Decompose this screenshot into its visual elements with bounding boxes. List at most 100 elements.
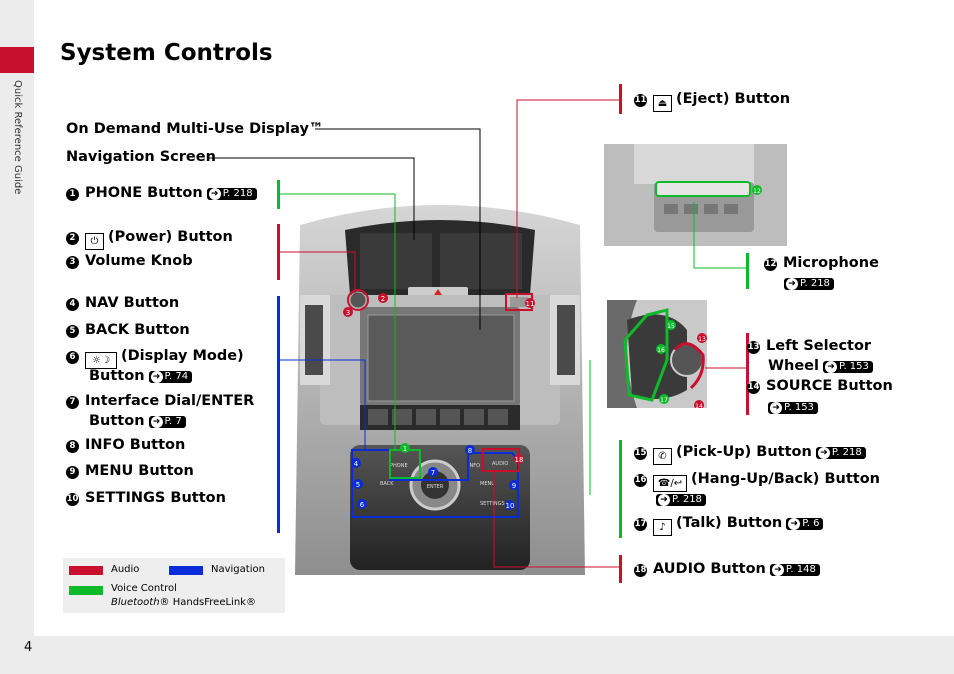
arrow-icon: ➜ xyxy=(817,447,830,459)
label-talk: 17♪(Talk) Button➜P. 6 xyxy=(634,514,824,536)
svg-text:7: 7 xyxy=(431,469,435,477)
label-source-ref: ➜P. 153 xyxy=(768,398,818,416)
legend-audio: Audio xyxy=(111,564,140,575)
page-ref-link[interactable]: ➜P. 153 xyxy=(822,361,873,373)
overhead-console-illustration: 12 xyxy=(604,144,787,246)
page-ref-link[interactable]: ➜P. 148 xyxy=(769,564,820,576)
svg-text:6: 6 xyxy=(360,501,365,509)
arrow-icon: ➜ xyxy=(824,361,837,373)
label-pickup: 15✆(Pick-Up) Button➜P. 218 xyxy=(634,443,866,465)
audio-bar-selector xyxy=(746,333,749,415)
svg-text:2: 2 xyxy=(381,295,385,303)
label-odmd: On Demand Multi-Use Display™ xyxy=(66,121,324,137)
audio-bar-eject xyxy=(619,84,622,114)
svg-text:14: 14 xyxy=(695,403,703,408)
legend-swatch-audio xyxy=(69,566,103,575)
svg-text:SETTINGS: SETTINGS xyxy=(480,501,505,507)
svg-text:9: 9 xyxy=(512,482,516,490)
label-hangup: 16☎/↩(Hang-Up/Back) Button xyxy=(634,470,880,492)
arrow-icon: ➜ xyxy=(208,188,221,200)
page-number: 4 xyxy=(24,640,33,655)
pickup-icon: ✆ xyxy=(653,448,672,465)
label-eject: 11⏏(Eject) Button xyxy=(634,90,790,112)
eject-icon: ⏏ xyxy=(653,95,672,112)
page-ref-link[interactable]: ➜P. 218 xyxy=(815,447,866,459)
svg-text:4: 4 xyxy=(354,460,359,468)
hangup-icon: ☎/↩ xyxy=(653,475,687,492)
svg-text:13: 13 xyxy=(698,336,706,343)
svg-text:5: 5 xyxy=(356,481,360,489)
nav-bar xyxy=(277,296,280,533)
arrow-icon: ➜ xyxy=(788,518,801,530)
legend-swatch-navigation xyxy=(169,566,203,575)
color-legend: Audio Navigation Voice Control Bluetooth… xyxy=(63,558,285,613)
arrow-icon: ➜ xyxy=(658,494,670,506)
page-title: System Controls xyxy=(60,40,273,66)
svg-text:INFO: INFO xyxy=(468,463,480,469)
voice-bar-phone-buttons xyxy=(619,440,622,538)
svg-text:BACK: BACK xyxy=(380,481,394,487)
svg-text:11: 11 xyxy=(526,300,535,308)
side-strip xyxy=(0,0,34,674)
page-ref-link[interactable]: ➜P. 153 xyxy=(768,402,818,414)
svg-text:AUDIO: AUDIO xyxy=(492,461,508,467)
svg-text:10: 10 xyxy=(506,502,515,510)
svg-text:17: 17 xyxy=(660,397,668,404)
legend-swatch-voice xyxy=(69,586,103,595)
arrow-icon: ➜ xyxy=(770,402,782,414)
legend-handsfreelink: Bluetooth® HandsFreeLink® xyxy=(111,597,256,608)
legend-navigation: Navigation xyxy=(211,564,265,575)
svg-text:1: 1 xyxy=(403,445,407,453)
page-ref-link[interactable]: ➜P. 6 xyxy=(786,518,824,530)
arrow-icon: ➜ xyxy=(150,371,163,383)
steering-wheel-illustration: 15 16 17 13 14 xyxy=(607,300,707,408)
section-label: Quick Reference Guide xyxy=(12,80,23,195)
footer-band xyxy=(0,636,954,674)
page-ref-link[interactable]: ➜P. 218 xyxy=(206,188,257,200)
audio-bar-power xyxy=(277,224,280,280)
voice-bar-mic xyxy=(746,253,749,289)
page-ref-link[interactable]: ➜P. 7 xyxy=(148,416,186,428)
svg-text:16: 16 xyxy=(657,347,665,354)
page-ref-link[interactable]: ➜P. 218 xyxy=(656,494,706,506)
svg-text:15: 15 xyxy=(667,323,675,330)
label-dial-2: Button➜P. 7 xyxy=(89,412,186,430)
page-ref-link[interactable]: ➜P. 74 xyxy=(148,371,193,383)
arrow-icon: ➜ xyxy=(771,564,784,576)
label-left-selector-2: Wheel➜P. 153 xyxy=(768,357,873,375)
audio-bar-audio xyxy=(619,555,622,583)
arrow-icon: ➜ xyxy=(150,416,163,428)
label-display: 6☼☽(Display Mode) xyxy=(66,347,244,369)
center-console-illustration: ENTER SETTINGS MENU INFO BACK AUDIO PHON… xyxy=(295,205,585,575)
label-display-2: Button➜P. 74 xyxy=(89,367,193,385)
display-mode-icon: ☼☽ xyxy=(85,352,117,369)
svg-text:MENU: MENU xyxy=(480,481,495,487)
legend-voice: Voice Control xyxy=(111,583,177,594)
label-power: 2⏻(Power) Button xyxy=(66,228,233,250)
section-tab xyxy=(0,47,34,73)
power-icon: ⏻ xyxy=(85,233,104,250)
label-nav-screen: Navigation Screen xyxy=(66,149,216,165)
voice-bar-phone xyxy=(277,180,280,209)
page-ref-link[interactable]: ➜P. 218 xyxy=(784,278,834,290)
svg-text:ENTER: ENTER xyxy=(427,484,444,490)
svg-text:8: 8 xyxy=(468,447,472,455)
arrow-icon: ➜ xyxy=(786,278,798,290)
label-mic-ref: ➜P. 218 xyxy=(784,274,834,292)
talk-icon: ♪ xyxy=(653,519,672,536)
svg-text:18: 18 xyxy=(515,456,524,464)
svg-text:12: 12 xyxy=(753,188,761,195)
svg-text:PHONE: PHONE xyxy=(390,463,408,469)
